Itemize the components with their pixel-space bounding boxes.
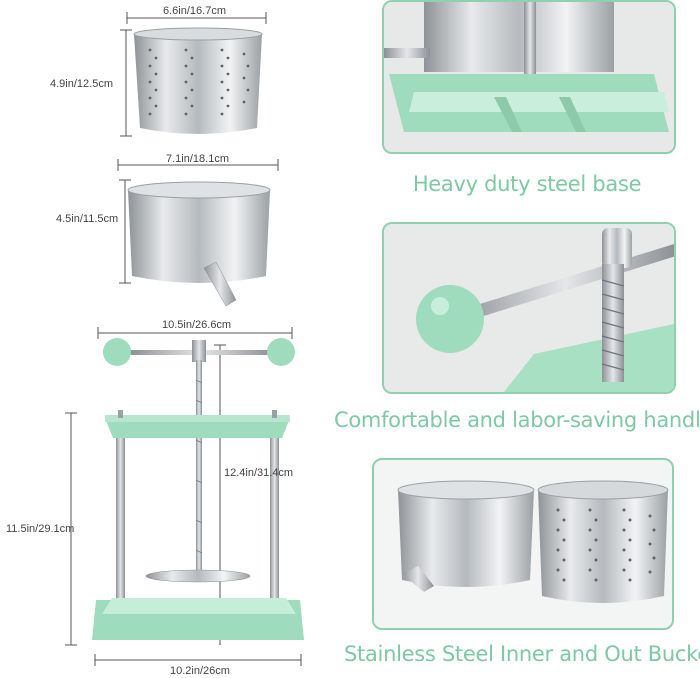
screw-height-label: 12.4in/31.4cm — [224, 467, 294, 479]
inner-bucket-height-label: 4.9in/12.5cm — [50, 78, 113, 90]
panel-handle — [382, 222, 676, 394]
inner-bucket-width-label: 6.6in/16.7cm — [163, 5, 226, 17]
steel-base-photo — [384, 2, 674, 152]
buckets-photo — [397, 480, 669, 603]
base-width-label: 10.2in/26cm — [170, 665, 230, 677]
handle-photo — [384, 224, 674, 392]
outer-bucket-width-label: 7.1in/18.1cm — [166, 153, 229, 165]
dimension-lines — [65, 12, 302, 666]
inner-bucket — [133, 27, 263, 134]
caption-steel-base: Heavy duty steel base — [412, 172, 642, 196]
caption-handle: Comfortable and labor-saving handle — [334, 408, 700, 432]
caption-buckets: Stainless Steel Inner and Out Bucket — [344, 642, 700, 666]
panel-steel-base — [382, 0, 676, 154]
outer-bucket — [127, 181, 271, 307]
press-height-label: 11.5in/29.1cm — [6, 523, 75, 535]
handle-width-label: 10.5in/26.6cm — [162, 319, 232, 331]
press — [92, 338, 304, 640]
panel-buckets — [372, 458, 674, 630]
outer-bucket-height-label: 4.5in/11.5cm — [56, 213, 119, 225]
